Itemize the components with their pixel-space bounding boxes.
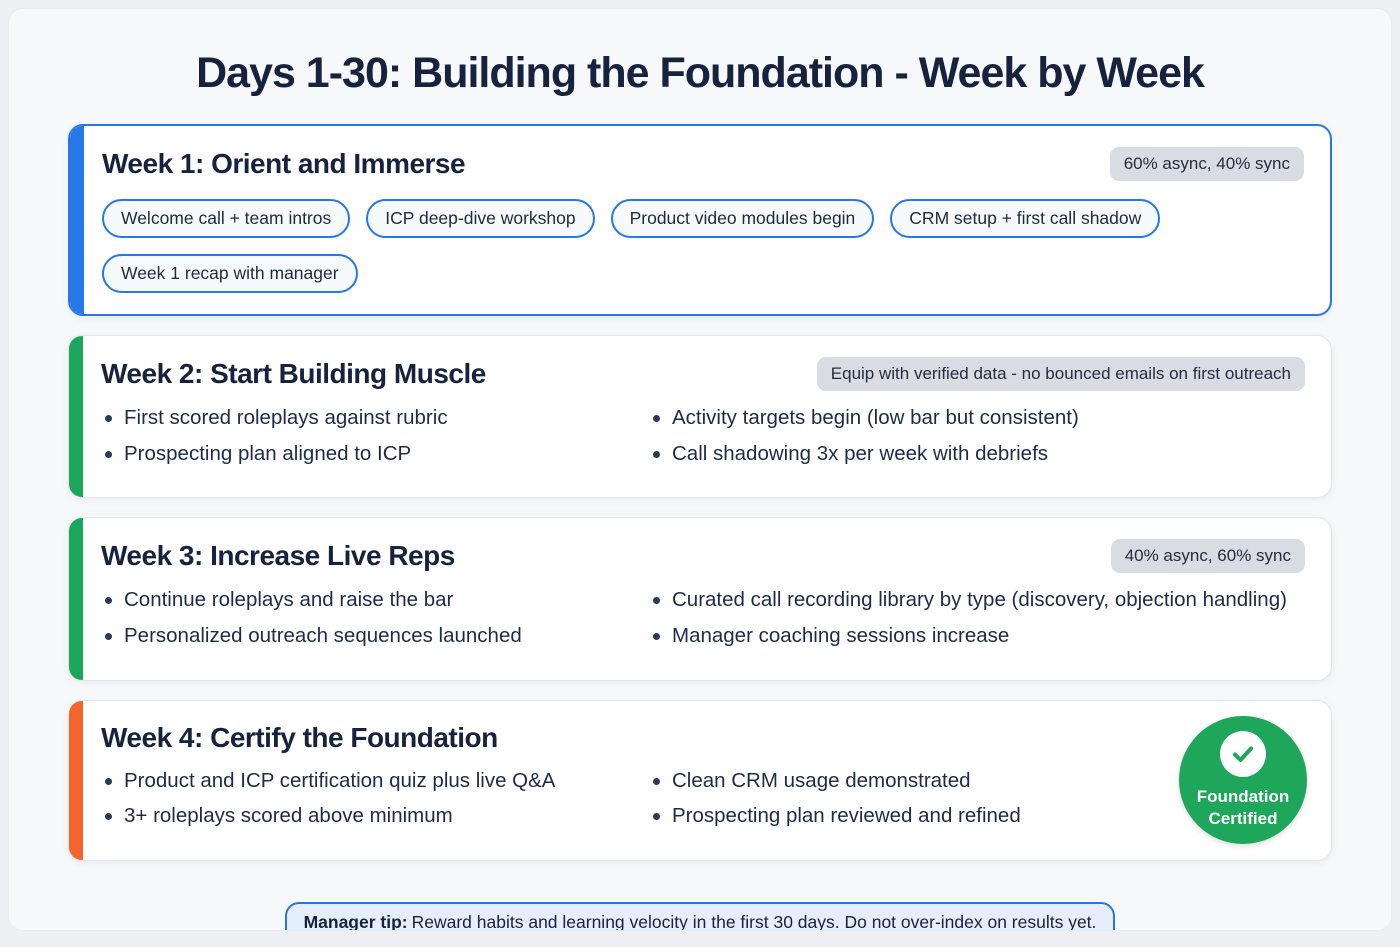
bullet-item: Personalized outreach sequences launched bbox=[101, 623, 633, 649]
bullet-item: Prospecting plan reviewed and refined bbox=[649, 803, 1109, 829]
bullet-item: Product and ICP certification quiz plus … bbox=[101, 768, 633, 794]
infographic-page: Days 1-30: Building the Foundation - Wee… bbox=[8, 8, 1392, 931]
activity-pill: CRM setup + first call shadow bbox=[890, 199, 1161, 238]
check-icon bbox=[1220, 731, 1266, 778]
week1-title: Week 1: Orient and Immerse bbox=[102, 148, 466, 179]
manager-tip-text: Reward habits and learning velocity in t… bbox=[411, 911, 1097, 931]
week3-title: Week 3: Increase Live Reps bbox=[101, 540, 455, 572]
bullet-item: Activity targets begin (low bar but cons… bbox=[649, 405, 1305, 431]
activity-pill: Welcome call + team intros bbox=[102, 199, 351, 238]
bullet-item: Manager coaching sessions increase bbox=[649, 623, 1305, 649]
week3-mode-badge: 40% async, 60% sync bbox=[1110, 539, 1305, 574]
week1-activity-pills: Welcome call + team intros ICP deep-dive … bbox=[102, 199, 1304, 293]
week2-data-badge: Equip with verified data - no bounced em… bbox=[816, 357, 1305, 391]
page-title: Days 1-30: Building the Foundation - Wee… bbox=[196, 49, 1205, 97]
week3-card: Week 3: Increase Live Reps 40% async, 60… bbox=[68, 517, 1332, 681]
bullet-item: Curated call recording library by type (… bbox=[649, 587, 1305, 613]
bullet-item: 3+ roleplays scored above minimum bbox=[101, 803, 633, 829]
week4-card: Week 4: Certify the Foundation Product a… bbox=[68, 699, 1332, 861]
week3-accent-bar bbox=[69, 518, 83, 680]
week1-card: Week 1: Orient and Immerse 60% async, 40… bbox=[68, 124, 1332, 316]
week4-bullets-left: Product and ICP certification quiz plus … bbox=[101, 768, 633, 839]
stamp-line1: Foundation bbox=[1196, 787, 1290, 807]
manager-tip-label: Manager tip: bbox=[303, 911, 408, 931]
footer-row: Manager tip:Reward habits and learning v… bbox=[9, 901, 1391, 931]
manager-tip: Manager tip:Reward habits and learning v… bbox=[284, 901, 1116, 931]
week1-mode-badge: 60% async, 40% sync bbox=[1109, 147, 1304, 181]
bullet-item: Prospecting plan aligned to ICP bbox=[101, 441, 633, 467]
bullet-item: Continue roleplays and raise the bar bbox=[101, 587, 633, 613]
week2-title: Week 2: Start Building Muscle bbox=[101, 358, 486, 389]
week-cards: Week 1: Orient and Immerse 60% async, 40… bbox=[68, 124, 1332, 861]
week4-bullets: Product and ICP certification quiz plus … bbox=[101, 768, 1305, 839]
bullet-item: Clean CRM usage demonstrated bbox=[649, 768, 1109, 794]
stamp-line2: Certified bbox=[1208, 808, 1278, 828]
week4-accent-bar bbox=[69, 700, 83, 860]
week2-bullets-right: Activity targets begin (low bar but cons… bbox=[649, 405, 1305, 476]
activity-pill: Product video modules begin bbox=[610, 199, 875, 238]
week3-bullets-right: Curated call recording library by type (… bbox=[649, 587, 1305, 658]
bullet-item: Call shadowing 3x per week with debriefs bbox=[649, 441, 1305, 467]
week1-accent-bar bbox=[70, 126, 84, 314]
foundation-certified-stamp: Foundation Certified bbox=[1179, 716, 1307, 845]
activity-pill: Week 1 recap with manager bbox=[102, 254, 358, 293]
week4-title: Week 4: Certify the Foundation bbox=[101, 721, 498, 753]
bullet-item: First scored roleplays against rubric bbox=[101, 405, 633, 431]
week2-accent-bar bbox=[69, 336, 83, 498]
week2-card: Week 2: Start Building Muscle Equip with… bbox=[68, 335, 1332, 499]
activity-pill: ICP deep-dive workshop bbox=[366, 199, 595, 238]
